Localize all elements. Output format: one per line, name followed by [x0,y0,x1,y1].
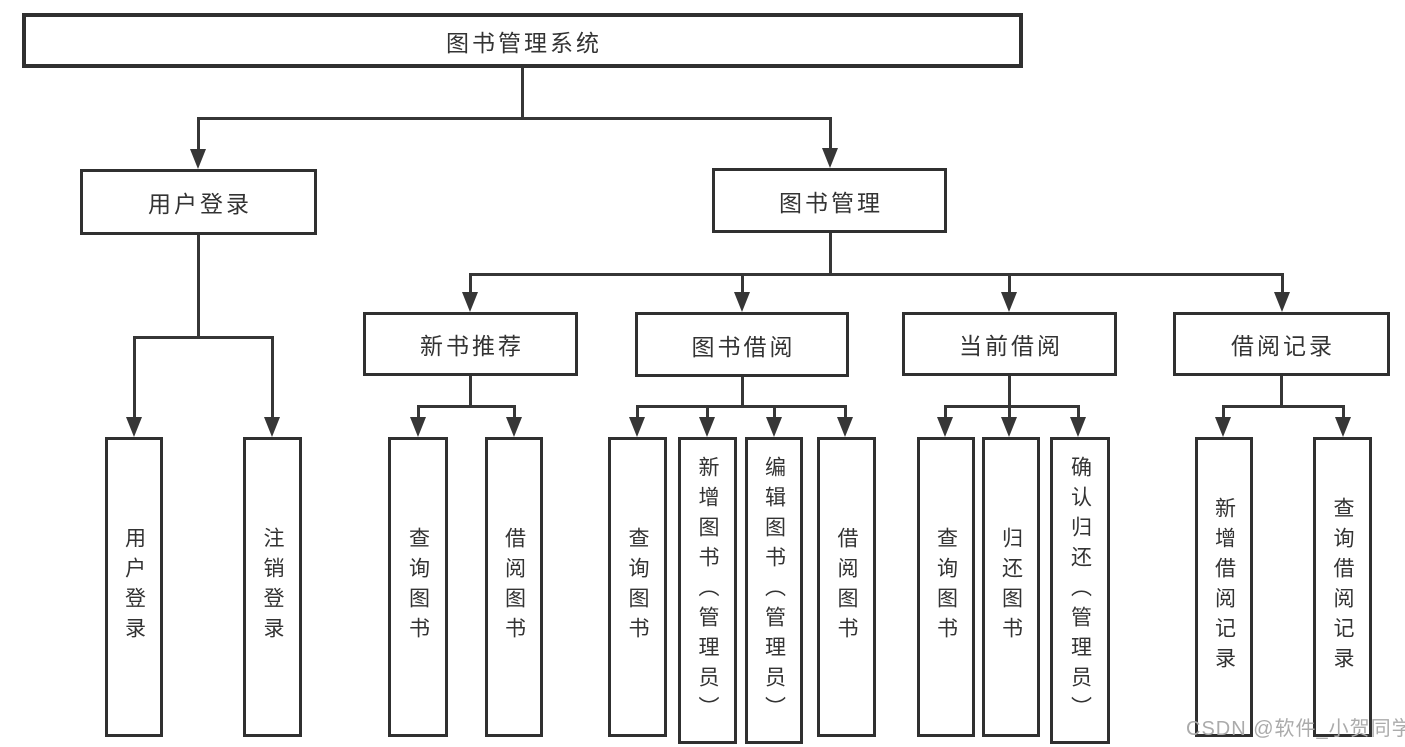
node-label-book-borrow: 图书借阅 [691,333,796,360]
node-root: 图书管理系统 [22,13,1023,68]
edge-3-shaft-0 [416,406,420,421]
edge-5-stub [1007,376,1011,408]
edge-5-shaft-1 [1007,406,1011,421]
arrowhead-icon [822,148,838,168]
node-label-leaf-confirm-return: 确认归还（管理员） [1068,455,1092,726]
arrowhead-icon [1215,417,1231,437]
edge-0-shaft-0 [196,118,200,153]
node-borrow-record: 借阅记录 [1173,312,1390,376]
node-label-leaf-add-record: 新增借阅记录 [1212,497,1236,677]
node-user-login: 用户登录 [80,169,317,235]
edge-3-shaft-1 [512,406,516,421]
node-leaf-borrow-book-2: 借阅图书 [817,437,876,737]
arrowhead-icon [264,417,280,437]
node-label-book-mgmt: 图书管理 [779,189,883,216]
edge-0-bus [196,116,832,120]
arrowhead-icon [734,292,750,312]
arrowhead-icon [1274,292,1290,312]
node-leaf-confirm-return: 确认归还（管理员） [1050,437,1110,744]
edge-6-shaft-1 [1341,406,1345,421]
node-label-user-login: 用户登录 [148,191,252,217]
arrowhead-icon [190,149,206,169]
arrowhead-icon [629,417,645,437]
node-label-leaf-query-book-1: 查询图书 [406,527,430,647]
node-leaf-user-login: 用户登录 [105,437,163,737]
watermark: CSDN @软件_小贺同学 [1186,718,1405,740]
edge-4-shaft-0 [635,406,639,421]
arrowhead-icon [1001,292,1017,312]
edge-1-shaft-1 [270,337,274,421]
node-label-leaf-edit-book: 编辑图书（管理员） [762,455,786,726]
node-leaf-add-book: 新增图书（管理员） [678,437,737,744]
node-label-leaf-query-book-3: 查询图书 [934,527,958,647]
edge-1-stub [196,235,200,339]
node-label-leaf-borrow-book-1: 借阅图书 [502,527,526,647]
edge-1-bus [132,335,274,339]
node-label-leaf-return-book: 归还图书 [999,527,1023,647]
edge-5-shaft-0 [943,406,947,421]
node-leaf-add-record: 新增借阅记录 [1195,437,1253,737]
edge-1-shaft-0 [132,337,136,421]
edge-0-shaft-1 [828,118,832,152]
node-leaf-return-book: 归还图书 [982,437,1040,737]
node-label-borrow-record: 借阅记录 [1231,333,1335,359]
node-label-root: 图书管理系统 [446,29,602,56]
edge-5-shaft-2 [1076,406,1080,421]
edge-2-shaft-1 [740,274,744,296]
node-leaf-query-book-2: 查询图书 [608,437,667,737]
node-label-leaf-query-book-2: 查询图书 [626,527,649,647]
node-leaf-query-book-3: 查询图书 [917,437,975,737]
arrowhead-icon [506,417,522,437]
arrowhead-icon [126,417,142,437]
node-label-leaf-query-record: 查询借阅记录 [1331,497,1354,677]
edge-2-bus [468,272,1284,276]
node-book-borrow: 图书借阅 [635,312,849,377]
node-leaf-query-record: 查询借阅记录 [1313,437,1372,737]
edge-2-stub [828,233,832,276]
edge-6-shaft-0 [1221,406,1225,421]
node-label-leaf-borrow-book-2: 借阅图书 [835,527,858,647]
node-leaf-borrow-book-1: 借阅图书 [485,437,543,737]
edge-5-bus [943,404,1080,408]
node-label-new-book-rec: 新书推荐 [420,333,524,359]
edge-6-bus [1221,404,1345,408]
edge-6-stub [1279,376,1283,408]
node-leaf-edit-book: 编辑图书（管理员） [745,437,803,744]
node-leaf-logout: 注销登录 [243,437,302,737]
arrowhead-icon [766,417,782,437]
arrowhead-icon [1001,417,1017,437]
edge-0-stub [520,68,524,120]
arrowhead-icon [1335,417,1351,437]
arrowhead-icon [410,417,426,437]
edge-3-stub [468,376,472,408]
node-leaf-query-book-1: 查询图书 [388,437,448,737]
edge-4-bus [635,404,847,408]
arrowhead-icon [837,417,853,437]
node-label-current-borrow: 当前借阅 [959,333,1063,359]
edge-3-bus [416,404,516,408]
edge-2-shaft-2 [1007,274,1011,296]
edge-4-shaft-1 [705,406,709,421]
node-book-mgmt: 图书管理 [712,168,947,233]
edge-2-shaft-0 [468,274,472,296]
edge-4-shaft-3 [843,406,847,421]
node-current-borrow: 当前借阅 [902,312,1117,376]
edge-2-shaft-3 [1280,274,1284,296]
edge-4-shaft-2 [772,406,776,421]
node-label-leaf-user-login: 用户登录 [122,527,146,647]
arrowhead-icon [462,292,478,312]
arrowhead-icon [699,417,715,437]
node-new-book-rec: 新书推荐 [363,312,578,376]
node-label-leaf-add-book: 新增图书（管理员） [696,455,719,726]
arrowhead-icon [937,417,953,437]
node-label-leaf-logout: 注销登录 [261,527,284,647]
edge-4-stub [740,377,744,408]
arrowhead-icon [1070,417,1086,437]
